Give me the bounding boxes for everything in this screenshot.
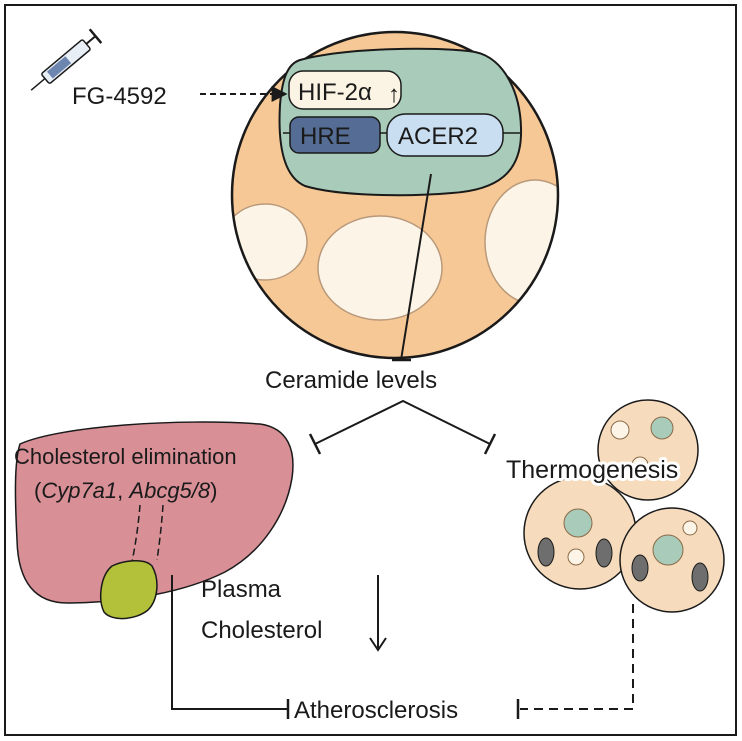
thermogenesis-to-atherosclerosis-line <box>520 604 634 710</box>
thermogenesis-label-halo: Thermogenesis <box>506 456 678 484</box>
thermogenesis-label: Thermogenesis <box>506 456 678 484</box>
figure-frame <box>4 4 737 736</box>
genes-separator: , <box>117 478 129 503</box>
inhibition-bar-left <box>308 433 322 455</box>
fg4592-label: FG-4592 <box>72 83 167 110</box>
cholesterol-label: Cholesterol <box>201 617 322 644</box>
lipid-droplet <box>484 179 558 305</box>
genes-label: (Cyp7a1, Abcg5/8) <box>34 478 217 503</box>
ceramide-label: Ceramide levels <box>265 367 437 394</box>
plasma-label: Plasma <box>201 576 282 603</box>
inhibition-line-acer2 <box>400 173 432 361</box>
liver-to-atherosclerosis-line <box>171 575 288 710</box>
lipid-droplet <box>317 215 443 321</box>
ceramide-branch-lines <box>314 399 491 445</box>
inhibition-bar-right <box>483 433 497 455</box>
acer2-box <box>386 113 504 157</box>
hre-box <box>289 116 381 154</box>
down-arrow-head <box>369 637 387 652</box>
lipid-droplet <box>232 203 308 281</box>
genes-open: ( <box>34 478 42 503</box>
hif2a-box <box>288 70 402 110</box>
hif2a-label: HIF-2α <box>298 79 372 106</box>
genes-close: ) <box>210 478 217 503</box>
gene-abcg5-8: Abcg5/8 <box>127 478 210 503</box>
liver-icon <box>14 421 294 604</box>
atherosclerosis-label: Atherosclerosis <box>294 697 458 724</box>
acer2-label: ACER2 <box>398 123 478 150</box>
gene-cyp7a1: Cyp7a1 <box>41 478 117 503</box>
cholesterol-elimination-label: Cholesterol elimination <box>14 444 237 469</box>
gallbladder-icon <box>99 560 158 620</box>
hre-label: HRE <box>300 123 351 150</box>
adipocyte-cell-icon <box>523 399 725 613</box>
syringe-icon <box>30 28 103 91</box>
up-arrow-icon: ↑ <box>388 81 400 108</box>
